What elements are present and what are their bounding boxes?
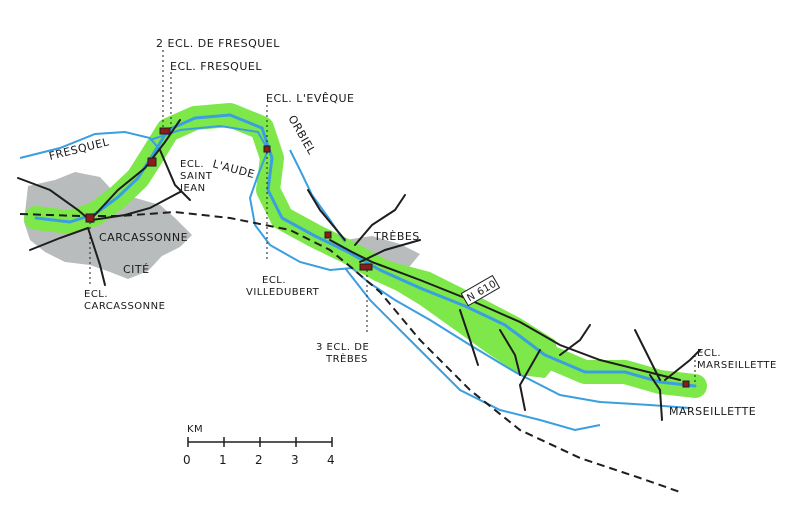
label-2-ecl-de-fresquel: 2 ECL. DE FRESQUEL — [156, 37, 280, 50]
label-ecl-saint-jean-2: SAINT — [180, 171, 213, 182]
label-3-ecl-de-trebes-2: TRÈBES — [325, 352, 368, 365]
canal-green-wide — [392, 262, 560, 378]
label-ecl-saint-jean-1: ECL. — [180, 159, 204, 170]
label-ecl-villedubert-1: ECL. — [262, 275, 286, 286]
lock-fresquel-marker — [159, 127, 171, 135]
railway-line — [19, 210, 681, 493]
label-ecl-marseillette-2: MARSEILLETTE — [697, 360, 777, 371]
lock-markers — [85, 127, 690, 388]
scale-tick-0: 0 — [183, 453, 191, 467]
label-ecl-saint-jean-3: JEAN — [179, 183, 206, 194]
label-carcassonne-town: CARCASSONNE — [99, 231, 188, 244]
scale-bar: KM 0 1 2 3 4 — [183, 424, 335, 467]
label-cite: CITÉ — [123, 263, 150, 276]
road-network — [17, 119, 701, 421]
lock-villedubert-marker — [324, 231, 332, 239]
label-ecl-leveque: ECL. L'EVÊQUE — [266, 92, 355, 105]
aude-river — [149, 124, 691, 409]
label-trebes-town: TRÈBES — [373, 230, 420, 243]
lock-carcassonne-marker — [85, 213, 95, 223]
cite-river-loop — [344, 267, 601, 432]
scale-tick-3: 3 — [291, 453, 299, 467]
label-ecl-fresquel: ECL. FRESQUEL — [170, 60, 262, 73]
label-aude-river: L'AUDE — [211, 157, 256, 181]
lock-marseillette-marker — [682, 380, 690, 388]
label-ecl-villedubert-2: VILLEDUBERT — [246, 287, 320, 298]
lock-saint-jean-marker — [147, 157, 157, 167]
scale-tick-2: 2 — [255, 453, 263, 467]
carcassonne-urban-area — [24, 172, 192, 279]
label-ecl-carcassonne-2: CARCASSONNE — [84, 301, 165, 312]
label-3-ecl-de-trebes-1: 3 ECL. DE — [316, 342, 369, 353]
canal-du-midi-line — [34, 113, 697, 388]
scale-tick-4: 4 — [327, 453, 335, 467]
label-ecl-carcassonne-1: ECL. — [84, 289, 108, 300]
scale-tick-1: 1 — [219, 453, 227, 467]
label-marseillette-town: MARSEILLETTE — [669, 405, 756, 418]
label-ecl-marseillette-1: ECL. — [697, 348, 721, 359]
scale-unit-label: KM — [187, 424, 203, 435]
lock-trebes-marker — [359, 263, 373, 271]
lock-leveque-marker — [263, 145, 271, 153]
label-leader-lines — [89, 50, 696, 383]
